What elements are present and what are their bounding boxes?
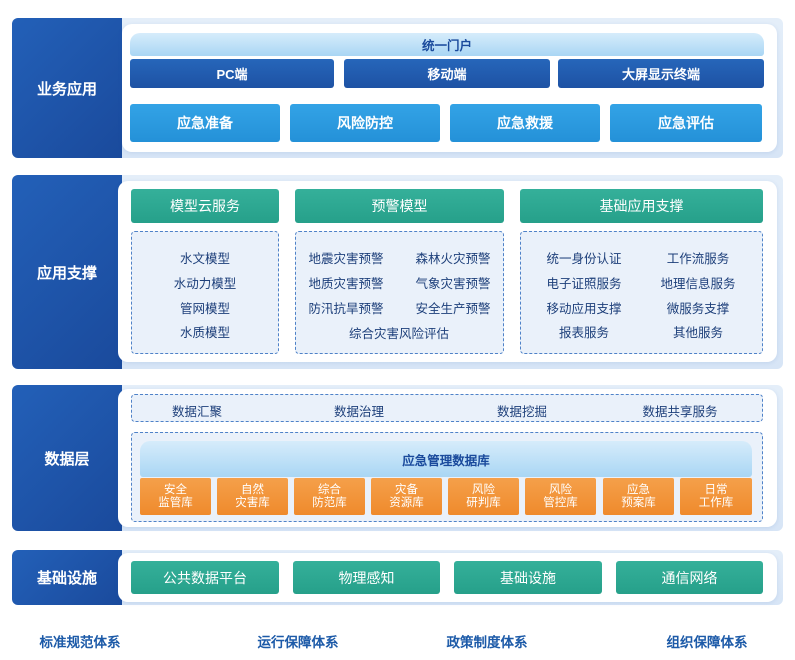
layer-label-infra: 基础设施 xyxy=(12,550,122,605)
scenario-risk-control[interactable]: 风险防控 xyxy=(290,104,440,142)
list-item: 微服务支撑 xyxy=(666,302,730,316)
list-item: 森林火灾预警 xyxy=(415,252,491,266)
scenario-evaluation[interactable]: 应急评估 xyxy=(610,104,762,142)
group-title-model-cloud[interactable]: 模型云服务 xyxy=(131,189,279,223)
terminal-pc[interactable]: PC端 xyxy=(130,59,334,88)
list-item: 防汛抗旱预警 xyxy=(308,302,384,316)
list-item: 综合灾害风险评估 xyxy=(348,327,450,341)
portal-bar: 统一门户 xyxy=(130,33,764,56)
infra-physical-sensing[interactable]: 物理感知 xyxy=(293,561,440,594)
footer-organization-system: 组织保障体系 xyxy=(666,635,748,650)
db-label-line: 灾害库 xyxy=(235,496,270,509)
base-support-list xyxy=(520,231,763,354)
list-item: 其他服务 xyxy=(672,326,724,340)
infra-communication-network[interactable]: 通信网络 xyxy=(616,561,763,594)
db-natural-disaster[interactable]: 自然灾害库 xyxy=(217,478,288,515)
terminal-mobile[interactable]: 移动端 xyxy=(344,59,550,88)
db-daily-work[interactable]: 日常工作库 xyxy=(680,478,752,515)
scenario-rescue[interactable]: 应急救援 xyxy=(450,104,600,142)
db-risk-assessment[interactable]: 风险研判库 xyxy=(448,478,519,515)
db-label-line: 监管库 xyxy=(158,496,193,509)
layer-label-support: 应用支撑 xyxy=(12,175,122,369)
list-item: 报表服务 xyxy=(558,326,610,340)
group-title-warning-model[interactable]: 预警模型 xyxy=(295,189,504,223)
data-process-row xyxy=(131,394,763,422)
db-label-line: 自然 xyxy=(241,483,264,496)
list-item: 移动应用支撑 xyxy=(546,302,622,316)
db-label-line: 安全 xyxy=(164,483,187,496)
db-label-line: 灾备 xyxy=(395,483,418,496)
db-safety-supervision[interactable]: 安全监管库 xyxy=(140,478,211,515)
list-item: 管网模型 xyxy=(179,302,231,316)
footer-standards-system: 标准规范体系 xyxy=(39,635,121,650)
list-item: 水文模型 xyxy=(179,252,231,266)
db-label-line: 防范库 xyxy=(312,496,347,509)
db-risk-control[interactable]: 风险管控库 xyxy=(525,478,596,515)
database-title-bar: 应急管理数据库 xyxy=(140,441,752,477)
db-label-line: 管控库 xyxy=(543,496,578,509)
layer-label-data: 数据层 xyxy=(12,385,122,531)
list-item: 安全生产预警 xyxy=(415,302,491,316)
db-label-line: 综合 xyxy=(318,483,341,496)
terminal-bigscreen[interactable]: 大屏显示终端 xyxy=(558,59,764,88)
list-item: 地震灾害预警 xyxy=(308,252,384,266)
footer-policy-system: 政策制度体系 xyxy=(446,635,528,650)
db-label-line: 工作库 xyxy=(698,496,734,509)
list-item: 工作流服务 xyxy=(666,252,730,266)
db-comprehensive-prevention[interactable]: 综合防范库 xyxy=(294,478,365,515)
db-label-line: 应急 xyxy=(627,483,650,496)
data-process-item: 数据汇聚 xyxy=(171,405,223,419)
infra-base-facilities[interactable]: 基础设施 xyxy=(454,561,602,594)
list-item: 气象灾害预警 xyxy=(415,277,491,291)
db-label-line: 研判库 xyxy=(466,496,501,509)
db-label-line: 预案库 xyxy=(621,496,656,509)
list-item: 统一身份认证 xyxy=(546,252,622,266)
footer-operation-system: 运行保障体系 xyxy=(257,635,339,650)
layer-label-business: 业务应用 xyxy=(12,18,122,158)
db-emergency-plan[interactable]: 应急预案库 xyxy=(603,478,674,515)
db-label-line: 风险 xyxy=(549,483,572,496)
data-process-item: 数据治理 xyxy=(333,405,385,419)
data-process-item: 数据挖掘 xyxy=(496,405,548,419)
data-process-item: 数据共享服务 xyxy=(642,405,718,419)
list-item: 水动力模型 xyxy=(173,277,237,291)
list-item: 水质模型 xyxy=(179,326,231,340)
db-disaster-resource[interactable]: 灾备资源库 xyxy=(371,478,442,515)
scenario-preparation[interactable]: 应急准备 xyxy=(130,104,280,142)
infra-public-data-platform[interactable]: 公共数据平台 xyxy=(131,561,279,594)
db-label-line: 资源库 xyxy=(389,496,424,509)
db-label-line: 日常 xyxy=(704,483,728,496)
db-label-line: 风险 xyxy=(472,483,495,496)
list-item: 电子证照服务 xyxy=(546,277,622,291)
model-cloud-list xyxy=(131,231,279,354)
warning-model-list xyxy=(295,231,504,354)
list-item: 地理信息服务 xyxy=(660,277,736,291)
group-title-base-support[interactable]: 基础应用支撑 xyxy=(520,189,763,223)
list-item: 地质灾害预警 xyxy=(308,277,384,291)
